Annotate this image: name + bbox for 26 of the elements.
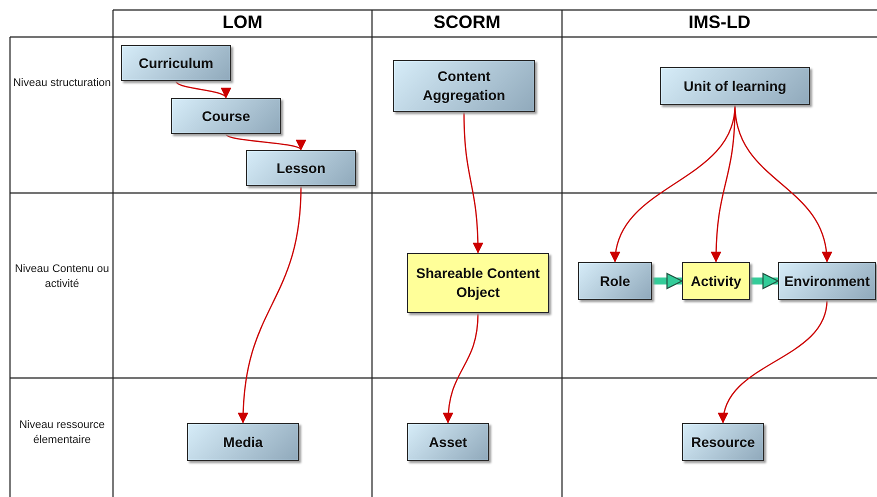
arrow bbox=[719, 300, 828, 424]
process-box: Content Aggregation bbox=[393, 60, 535, 112]
arrow bbox=[238, 186, 302, 424]
process-box: Resource bbox=[682, 423, 764, 461]
column-header: IMS-LD bbox=[688, 12, 752, 33]
row-label: Niveau structuration bbox=[12, 76, 112, 91]
process-box: Curriculum bbox=[121, 45, 231, 81]
column-header: SCORM bbox=[432, 12, 502, 33]
process-box: Asset bbox=[407, 423, 489, 461]
process-box: Shareable Content Object bbox=[407, 253, 549, 313]
column-header: LOM bbox=[222, 12, 264, 33]
process-box: Media bbox=[187, 423, 299, 461]
process-box: Course bbox=[171, 98, 281, 134]
process-box: Activity bbox=[682, 262, 750, 300]
process-box: Environment bbox=[778, 262, 876, 300]
arrow bbox=[652, 272, 683, 290]
arrow bbox=[443, 312, 479, 424]
arrow bbox=[750, 272, 779, 290]
arrow bbox=[734, 104, 832, 262]
arrow bbox=[463, 112, 484, 254]
process-box: Role bbox=[578, 262, 652, 300]
arrow bbox=[611, 104, 736, 262]
row-label: Niveau ressource élementaire bbox=[18, 418, 106, 448]
process-box: Lesson bbox=[246, 150, 356, 186]
row-label: Niveau Contenu ou activité bbox=[14, 262, 110, 292]
process-box: Unit of learning bbox=[660, 67, 810, 105]
